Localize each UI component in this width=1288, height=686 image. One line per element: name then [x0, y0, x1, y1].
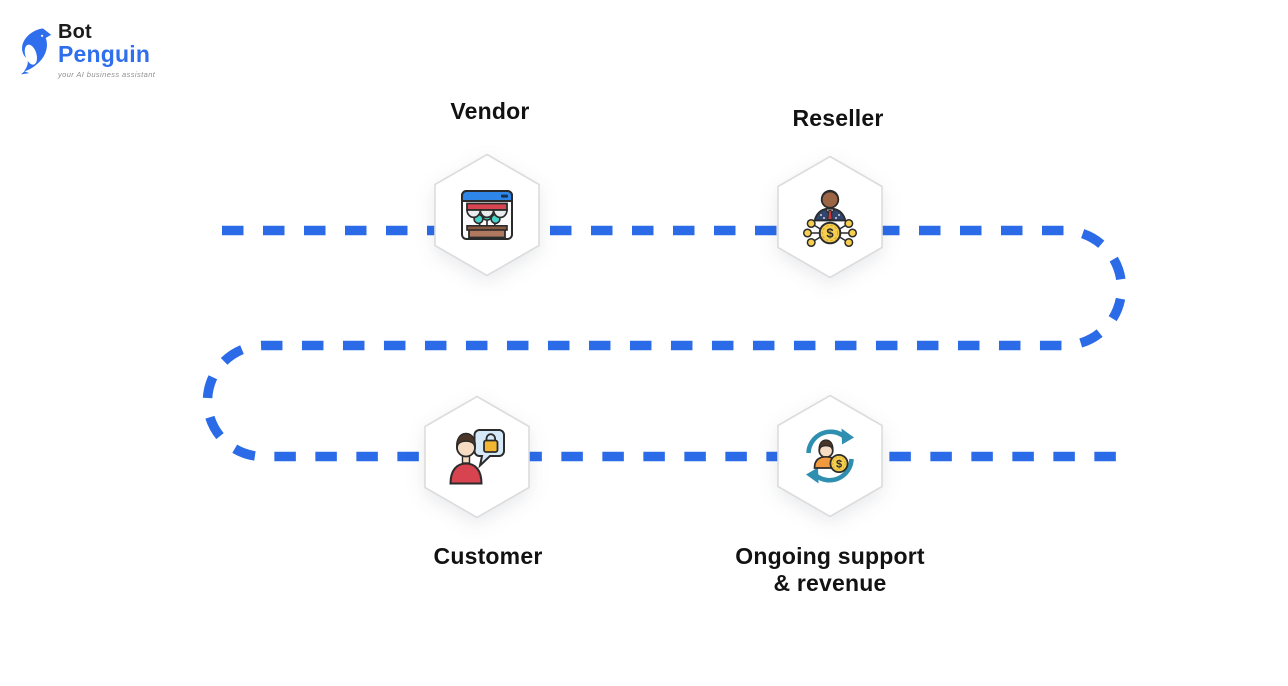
node-customer	[423, 395, 531, 519]
botpenguin-logo: Bot Penguin your AI business assistant	[16, 22, 166, 79]
logo-text-penguin: Penguin	[58, 41, 151, 67]
storefront-icon	[461, 190, 513, 240]
label-ongoing-support-line1: Ongoing support	[735, 543, 925, 569]
label-reseller: Reseller	[792, 105, 884, 131]
label-customer: Customer	[433, 543, 543, 569]
label-vendor: Vendor	[450, 98, 530, 124]
node-reseller: $	[776, 155, 884, 279]
svg-text:$: $	[836, 458, 842, 470]
node-vendor	[433, 153, 541, 277]
label-ongoing-support-line2: & revenue	[773, 570, 887, 596]
logo-text-bot: Bot	[58, 21, 92, 43]
node-ongoing-support: $	[776, 394, 884, 518]
customer-purchase-icon	[449, 429, 505, 485]
svg-text:$: $	[826, 226, 834, 241]
logo-tagline: your AI business assistant	[58, 70, 156, 79]
reseller-network-icon: $	[802, 189, 858, 248]
support-revenue-cycle-icon: $	[806, 428, 854, 484]
label-ongoing-support: Ongoing support & revenue	[680, 543, 980, 597]
penguin-icon	[20, 28, 52, 75]
hexagon-shape	[424, 395, 530, 519]
